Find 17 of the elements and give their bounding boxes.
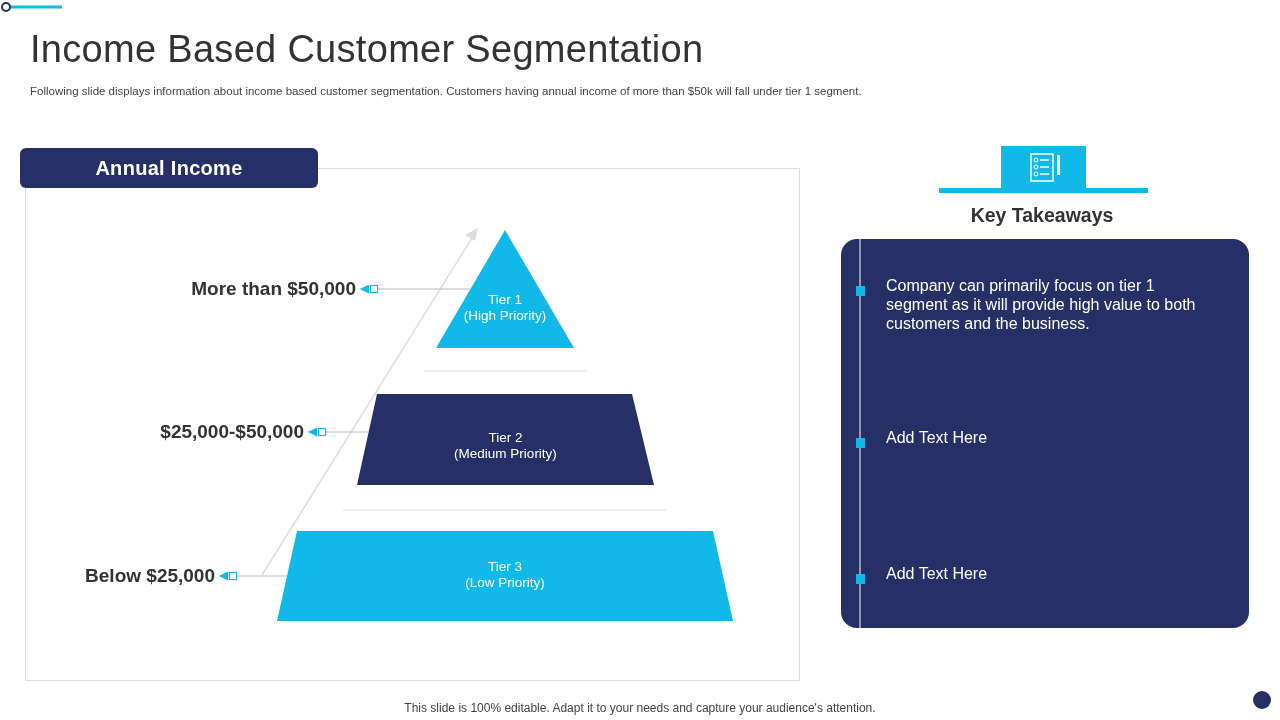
takeaway-text: Add Text Here: [886, 564, 989, 583]
tier-label: Tier 2 (Medium Priority): [453, 430, 558, 462]
income-label: $25,000-$50,000: [104, 420, 304, 444]
footer-note: This slide is 100% editable. Adapt it to your needs and capture your audience's attention.: [403, 701, 877, 715]
takeaway-text: Add Text Here: [886, 428, 989, 447]
section-heading: Key Takeaways: [969, 203, 1115, 227]
tier-label: Tier 1 (High Priority): [462, 292, 548, 324]
tier-label: Tier 3 (Low Priority): [464, 559, 546, 591]
slide-title: Income Based Customer Segmentation: [30, 28, 704, 71]
leader-line: [307, 427, 370, 437]
leader-line: [218, 571, 288, 581]
income-label: Below $25,000: [15, 564, 215, 588]
panel-header: Annual Income: [20, 148, 318, 188]
income-label: More than $50,000: [156, 277, 356, 301]
takeaway-text: Company can primarily focus on tier 1 segment as it will provide high value to both customers and the business.: [886, 276, 1197, 333]
subtitle-text: Following slide displays information about income based customer segmentation. Customers having annual income of more than $50k will fall under tier 1 segment.: [30, 85, 862, 97]
leader-line: [359, 284, 471, 294]
